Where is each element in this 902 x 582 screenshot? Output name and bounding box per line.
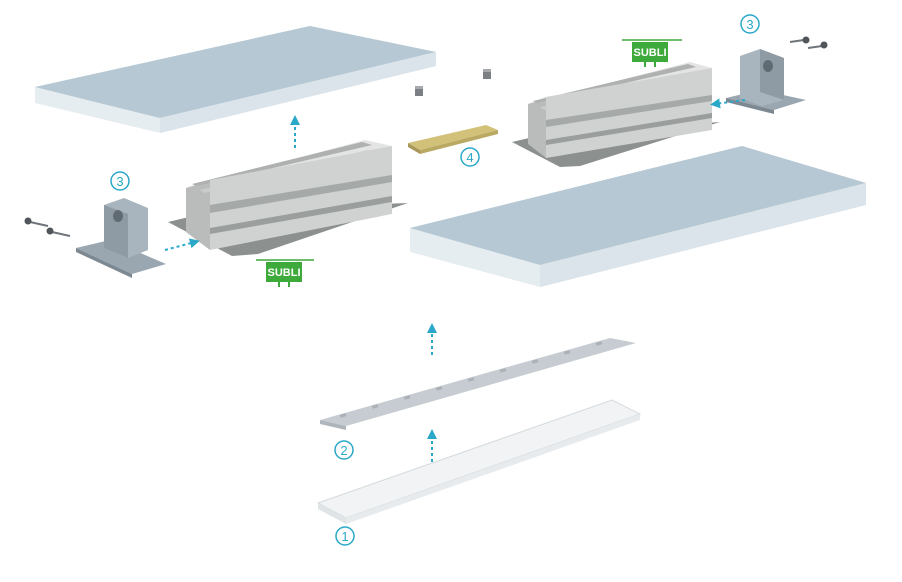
subli-label: SUBLI xyxy=(634,47,667,59)
subli-sticker-left: SUBLI xyxy=(256,259,314,287)
callout-3-right: 3 xyxy=(740,14,760,34)
bracket-right xyxy=(726,49,806,114)
profile-left xyxy=(168,140,408,256)
board-top-left xyxy=(35,26,436,133)
subli-label: SUBLI xyxy=(268,267,301,279)
profile-right xyxy=(512,62,720,167)
screw-icon xyxy=(24,217,49,227)
callout-number: 2 xyxy=(340,443,347,458)
dashed-arrow-icon xyxy=(164,98,746,462)
set-screw-right xyxy=(483,69,491,79)
callout-1: 1 xyxy=(335,526,355,546)
screw-icon xyxy=(46,227,71,237)
callout-number: 4 xyxy=(466,150,473,165)
adhesive-strip xyxy=(320,338,636,430)
bracket-left xyxy=(76,198,166,278)
callout-number: 1 xyxy=(341,529,348,544)
screw-icon xyxy=(789,36,810,44)
subli-sticker-right: SUBLI xyxy=(622,39,682,67)
diffuser xyxy=(316,399,642,524)
callout-number: 3 xyxy=(746,17,753,32)
set-screw-left xyxy=(415,86,423,96)
connector-plate xyxy=(408,125,498,154)
board-right xyxy=(410,146,866,287)
callout-2: 2 xyxy=(334,440,354,460)
screw-icon xyxy=(807,41,828,49)
callout-4: 4 xyxy=(460,147,480,167)
callout-3-left: 3 xyxy=(110,171,130,191)
callout-number: 3 xyxy=(116,174,123,189)
